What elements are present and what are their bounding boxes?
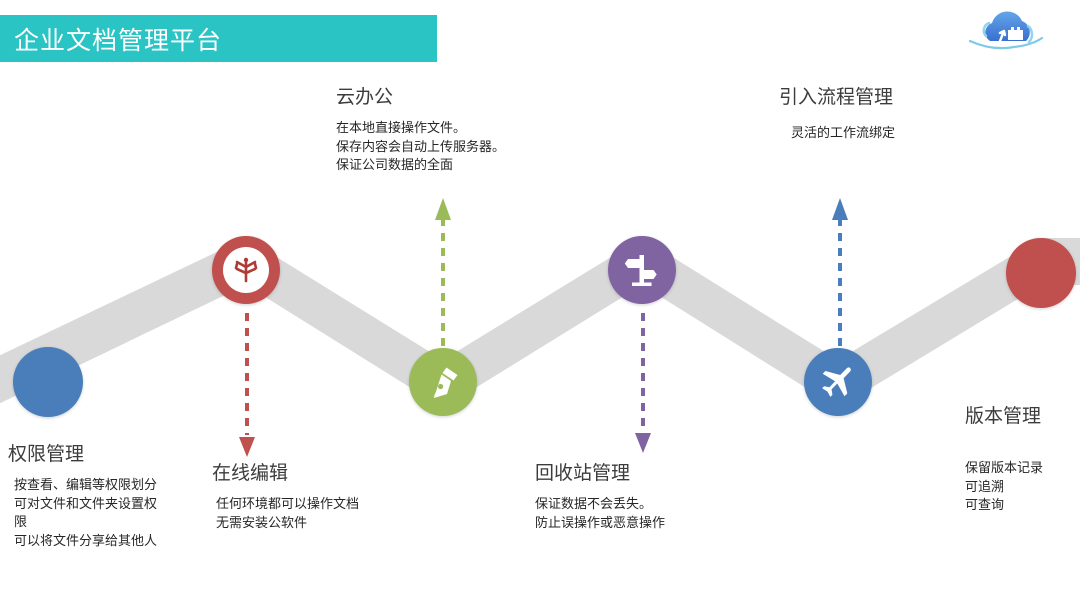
body-line: 可追溯 <box>965 478 1005 494</box>
body-line: 在本地直接操作文件。 <box>336 119 467 135</box>
block-heading-recycle-bin: 回收站管理 <box>535 463 631 484</box>
pen-nib-icon <box>424 363 462 401</box>
brush-icon <box>223 247 269 293</box>
node-recycle-bin[interactable] <box>608 236 676 304</box>
node-version[interactable] <box>1006 238 1076 308</box>
block-heading-workflow: 引入流程管理 <box>779 87 894 108</box>
airplane-icon <box>820 364 856 400</box>
block-online-edit: 在线编辑 任何环境都可以操作文档 无需安装公软件 <box>212 462 359 532</box>
zigzag-band <box>0 210 1080 440</box>
signpost-icon <box>624 252 660 288</box>
block-body-recycle-bin: 保证数据不会丢失。 防止误操作或恶意操作 <box>535 495 665 533</box>
cloud-wall-logo <box>964 8 1046 56</box>
body-line: 保存内容会自动上传服务器。 <box>336 138 506 154</box>
body-line: 限 <box>14 514 28 530</box>
block-body-workflow: 灵活的工作流绑定 <box>779 124 895 143</box>
connector-online-edit <box>232 313 262 462</box>
block-heading-version: 版本管理 <box>965 406 1042 427</box>
body-line: 可对文件和文件夹设置权 <box>14 495 158 511</box>
body-line: 灵活的工作流绑定 <box>791 124 896 140</box>
block-body-permission: 按查看、编辑等权限划分 可对文件和文件夹设置权 限 可以将文件分享给其他人 <box>8 476 157 551</box>
block-body-version: 保留版本记录 可追溯 可查询 <box>960 459 1043 516</box>
block-workflow: 引入流程管理 灵活的工作流绑定 <box>779 86 895 143</box>
block-heading-online-edit: 在线编辑 <box>212 463 289 484</box>
connector-cloud-office <box>428 196 458 351</box>
title-banner: 企业文档管理平台 <box>0 15 437 62</box>
body-line: 防止误操作或恶意操作 <box>535 514 666 530</box>
block-version: 版本管理 保留版本记录 可追溯 可查询 <box>960 405 1043 515</box>
node-permission[interactable] <box>13 347 83 417</box>
body-line: 保留版本记录 <box>965 459 1044 475</box>
body-line: 无需安装公软件 <box>216 514 308 530</box>
body-line: 可查询 <box>965 497 1005 513</box>
block-body-cloud-office: 在本地直接操作文件。 保存内容会自动上传服务器。 保证公司数据的全面 <box>336 119 505 176</box>
connector-recycle-bin <box>628 313 658 458</box>
page-title: 企业文档管理平台 <box>14 27 223 55</box>
body-line: 保证公司数据的全面 <box>336 157 454 173</box>
node-online-edit[interactable] <box>212 236 280 304</box>
block-heading-permission: 权限管理 <box>8 444 85 465</box>
body-line: 保证数据不会丢失。 <box>535 495 653 511</box>
block-recycle-bin: 回收站管理 保证数据不会丢失。 防止误操作或恶意操作 <box>535 462 665 532</box>
node-cloud-office[interactable] <box>409 348 477 416</box>
block-heading-cloud-office: 云办公 <box>336 87 394 108</box>
body-line: 可以将文件分享给其他人 <box>14 533 158 549</box>
connector-workflow <box>825 196 855 351</box>
body-line: 任何环境都可以操作文档 <box>216 495 360 511</box>
block-body-online-edit: 任何环境都可以操作文档 无需安装公软件 <box>212 495 359 533</box>
body-line: 按查看、编辑等权限划分 <box>14 476 158 492</box>
block-permission: 权限管理 按查看、编辑等权限划分 可对文件和文件夹设置权 限 可以将文件分享给其… <box>8 443 157 551</box>
block-cloud-office: 云办公 在本地直接操作文件。 保存内容会自动上传服务器。 保证公司数据的全面 <box>336 86 505 175</box>
node-workflow[interactable] <box>804 348 872 416</box>
